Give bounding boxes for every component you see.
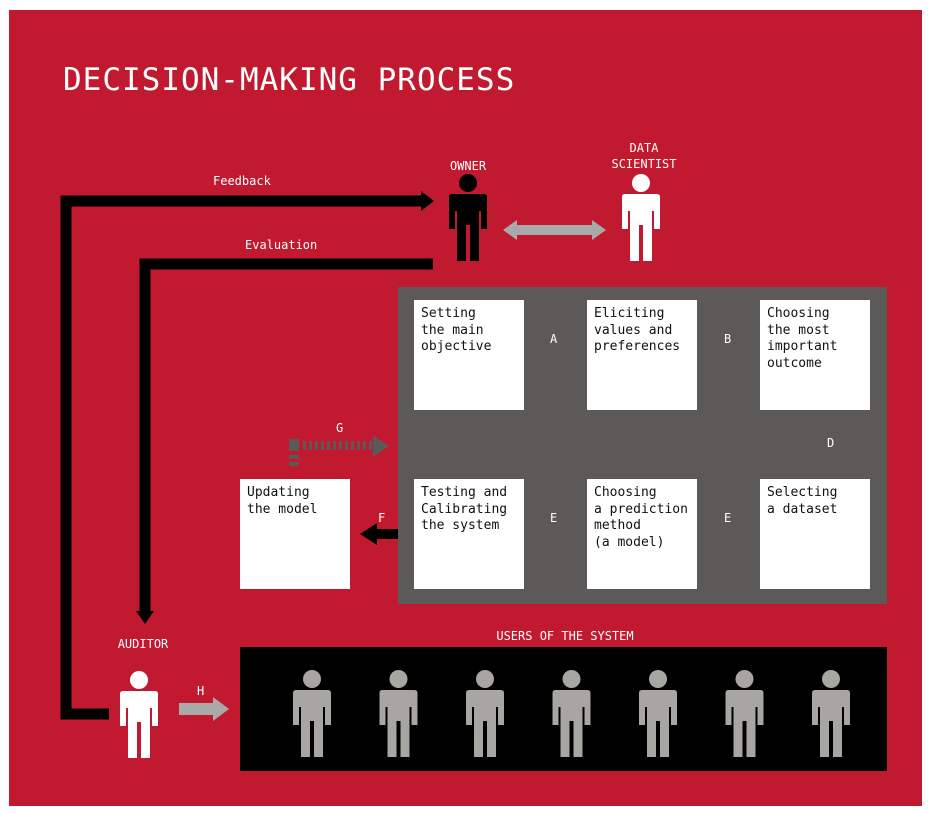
letter-a: A	[550, 332, 558, 346]
users-figures	[293, 670, 850, 757]
user-person-icon	[725, 670, 764, 757]
user-person-icon	[466, 670, 504, 757]
arrow-f	[360, 523, 404, 545]
step-selecting-dataset: Selecting a dataset	[760, 479, 870, 589]
letter-g: G	[336, 421, 344, 435]
step-testing-calibrating: Testing and Calibrating the system	[414, 479, 524, 589]
step-choosing-outcome: Choosing the most important outcome	[760, 300, 870, 410]
auditor-person-icon	[120, 671, 158, 758]
letter-d: D	[827, 436, 835, 450]
letter-b: B	[724, 332, 732, 346]
evaluation-arrowhead	[136, 611, 154, 624]
owner-scientist-double-arrow	[503, 220, 606, 240]
users-label: USERS OF THE SYSTEM	[496, 629, 634, 643]
letter-h: H	[197, 684, 205, 698]
user-person-icon	[639, 670, 677, 757]
feedback-arrowhead	[421, 191, 434, 211]
letter-f: F	[378, 511, 386, 525]
data-scientist-person-icon	[622, 174, 660, 261]
evaluation-label: Evaluation	[245, 238, 318, 252]
feedback-label: Feedback	[213, 174, 271, 188]
owner-person-icon	[449, 174, 487, 261]
diagram-title: DECISION-MAKING PROCESS	[63, 62, 516, 98]
auditor-label: AUDITOR	[117, 637, 169, 651]
step-eliciting-values: Eliciting values and preferences	[587, 300, 697, 410]
step-updating-model: Updating the model	[240, 479, 350, 589]
step-setting-objective: Setting the main objective	[414, 300, 524, 410]
letter-e-right: E	[724, 511, 732, 525]
users-panel	[240, 647, 887, 771]
diagram-canvas: DECISION-MAKING PROCESS	[9, 10, 922, 806]
owner-label: OWNER	[449, 159, 487, 173]
user-person-icon	[812, 670, 850, 757]
evaluation-line	[139, 258, 433, 614]
arrow-h	[179, 697, 229, 721]
letter-e-middle: E	[550, 511, 558, 525]
arrow-g-dashed	[289, 435, 389, 466]
user-person-icon	[379, 670, 418, 757]
data-scientist-label: DATA SCIENTIST	[611, 141, 677, 171]
feedback-line	[60, 195, 424, 720]
step-choosing-method: Choosing a prediction method (a model)	[587, 479, 697, 589]
user-person-icon	[552, 670, 591, 757]
user-person-icon	[293, 670, 331, 757]
